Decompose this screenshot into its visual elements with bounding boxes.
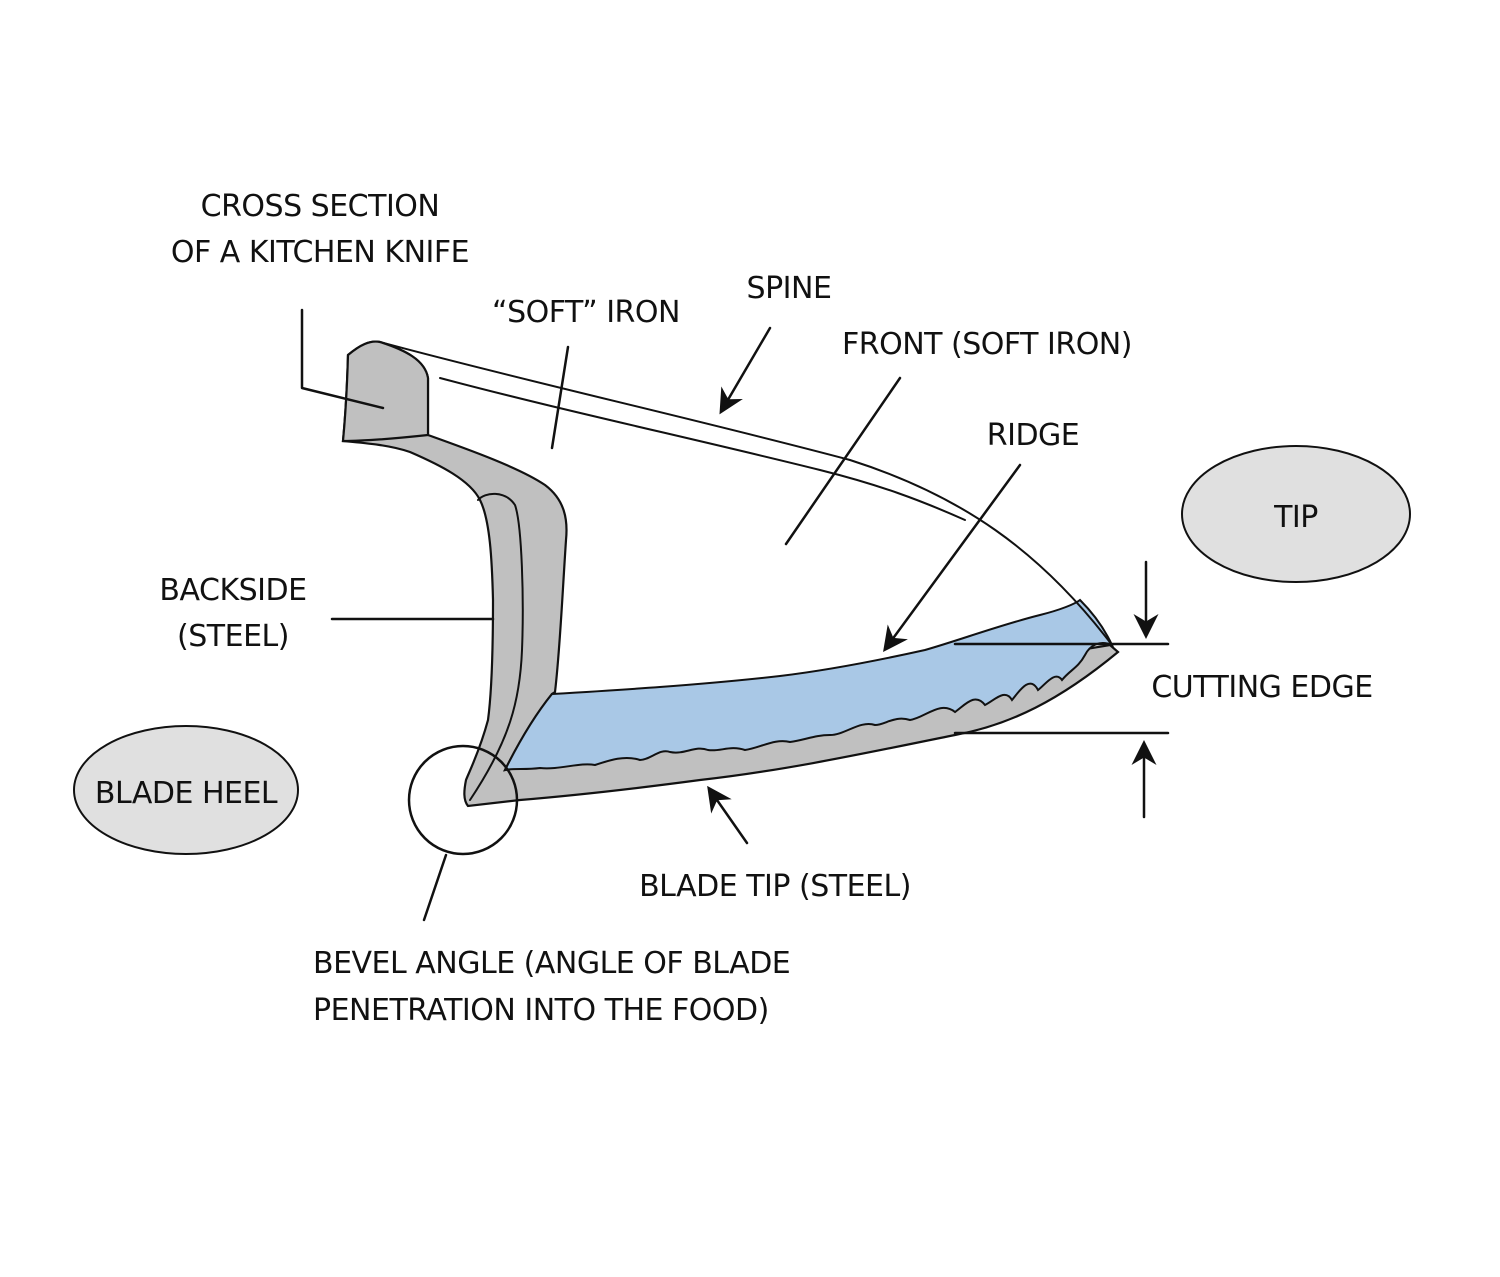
backside-inner-stripe <box>469 492 524 801</box>
bevel-angle-label-line-2: PENETRATION INTO THE FOOD) <box>313 993 769 1028</box>
bevel-angle-label-line-1: BEVEL ANGLE (ANGLE OF BLADE <box>313 946 790 981</box>
ridge-arrow <box>883 463 1022 653</box>
bevel-angle-leader <box>422 853 448 922</box>
front-label: FRONT (SOFT IRON) <box>842 327 1132 362</box>
spine-inner-line <box>439 377 966 521</box>
soft-iron-shape <box>503 598 1114 772</box>
cross-section-cap <box>341 340 430 443</box>
blade-tip-arrow <box>707 785 749 845</box>
blade-heel-ellipse <box>73 725 299 855</box>
spine-arrow <box>719 326 772 415</box>
ridge-label: RIDGE <box>987 418 1080 453</box>
tip-label: TIP <box>1273 500 1318 535</box>
title-line-2: OF A KITCHEN KNIFE <box>171 235 469 270</box>
backside-label-line-2: (STEEL) <box>177 619 289 654</box>
title-line-1: CROSS SECTION <box>201 189 440 224</box>
cross-section-leader <box>300 308 385 410</box>
backside-label-line-1: BACKSIDE <box>159 573 306 608</box>
front-leader <box>784 376 902 546</box>
cutting-edge-label: CUTTING EDGE <box>1151 670 1372 705</box>
blade-heel-label: BLADE HEEL <box>95 776 278 811</box>
spine-outer-line <box>379 341 1113 646</box>
tip-ellipse <box>1181 445 1411 583</box>
soft-iron-label: “SOFT” IRON <box>492 295 680 330</box>
blade-tip-label: BLADE TIP (STEEL) <box>639 869 911 904</box>
bevel-angle-circle <box>407 744 519 856</box>
soft-iron-leader <box>550 345 570 450</box>
spine-label: SPINE <box>747 271 832 306</box>
